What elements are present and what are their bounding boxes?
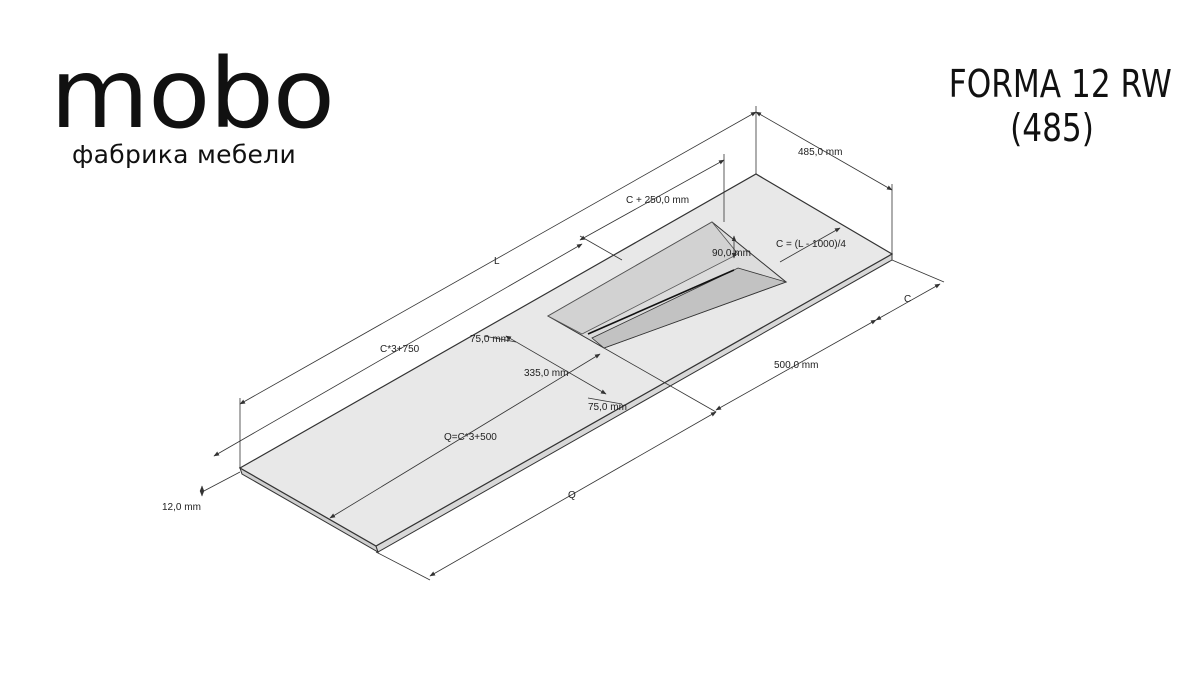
dim-bowl-depth-label: 90,0 mm: [712, 248, 751, 259]
product-subtitle: (485): [1010, 106, 1094, 151]
dim-c-label: C: [904, 294, 911, 305]
product-name: FORMA 12 RW: [948, 62, 1172, 106]
dim-q-label: Q: [568, 490, 576, 501]
dim-thickness-label: 12,0 mm: [162, 502, 201, 513]
dim-c-offset-label: C + 250,0 mm: [626, 195, 689, 206]
dim-edge-75-bottom-label: 75,0 mm: [588, 402, 627, 413]
dimension-lines: [199, 106, 945, 581]
dim-length-label: L: [494, 256, 500, 267]
dim-q-formula-label: Q=C*3+500: [444, 432, 497, 443]
dim-depth-label: 485,0 mm: [798, 147, 842, 158]
dim-sink-500-label: 500,0 mm: [774, 360, 818, 371]
dim-edge-75-top-label: 75,0 mm: [470, 334, 509, 345]
dim-sink-335-label: 335,0 mm: [524, 368, 568, 379]
dim-c3-750-label: C*3+750: [380, 344, 420, 355]
dim-c-formula-label: C = (L - 1000)/4: [776, 239, 846, 250]
product-title-block: FORMA 12 RW (485): [902, 62, 1172, 151]
